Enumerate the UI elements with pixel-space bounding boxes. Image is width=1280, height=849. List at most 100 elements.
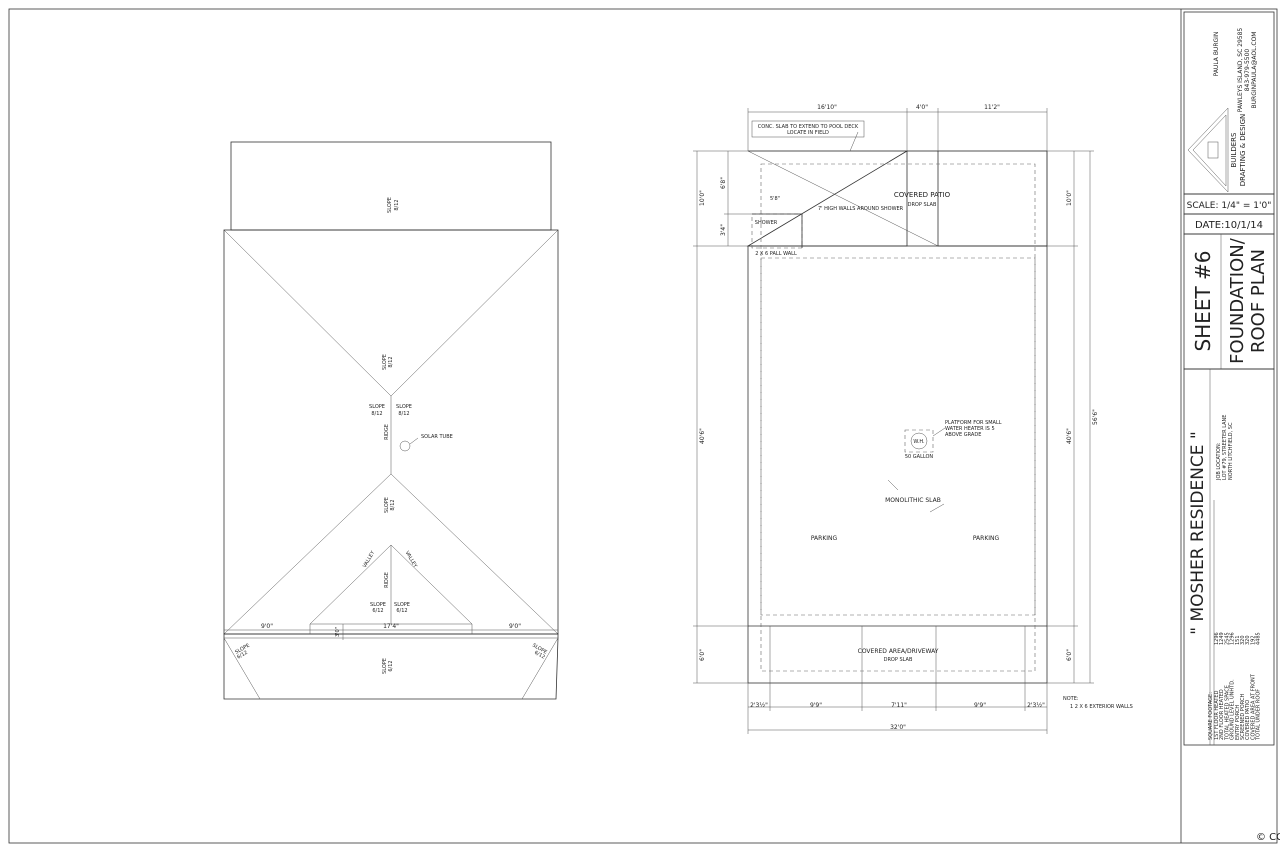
slope-label-porch: SLOPE [382, 658, 388, 674]
sqft-row-label: GROUND LEVEL UNHTD. [1230, 679, 1236, 740]
sheet-title-line-1: FOUNDATION/ [1227, 237, 1248, 364]
dim-bottom-2: 9'9" [810, 702, 822, 709]
dim-right-overall: 56'6" [1092, 409, 1099, 425]
designer-name: PAULA BURGIN [1213, 32, 1220, 77]
valley-right [390, 544, 473, 625]
pool-note-box [751, 120, 865, 138]
dim-top-2: 4'0" [916, 104, 928, 111]
sqft-row-label: TOTAL HEATED SPACE [1224, 685, 1230, 741]
dim-bottom-1: 2'3½" [750, 702, 768, 709]
dim-left-5: 6'0" [699, 649, 706, 661]
sqft-row-label: ENTRY PORCH [1235, 705, 1241, 740]
solar-tube-label: SOLAR TUBE [421, 434, 453, 440]
sqft-row-value: 1296 [1214, 632, 1220, 645]
parking-right-label: PARKING [973, 535, 1000, 542]
slope-label-top: SLOPE [382, 354, 388, 370]
pool-note-line-1: CONC. SLAB TO EXTEND TO POOL DECK [758, 124, 859, 130]
sqft-row-label: SCREENED PORCH [1240, 694, 1246, 740]
sqft-row-label: 1ST FLOOR HEATED [1214, 690, 1220, 740]
roof-plan: SLOPE 8/12 SLOPE 8/12 SLOPE 8/12 SLOPE 8… [223, 141, 559, 700]
slope-value-porch: 6/12 [388, 660, 394, 671]
ridge-label-front: RIDGE [384, 572, 390, 588]
slope-value-ridge-right: 8/12 [398, 411, 409, 417]
designer-phone: 843-979-5500 [1244, 49, 1251, 92]
sqft-row-value: 320 [1240, 635, 1246, 645]
scale-label: SCALE: 1/4" = 1'0" [1187, 201, 1272, 211]
sqft-title: SQUARE FOOTAGE: [1208, 692, 1214, 740]
water-heater-size: 50 GALLON [905, 454, 934, 460]
sqft-row-label: 2ND FLOOR HEATED [1219, 689, 1225, 740]
sheet-border [8, 8, 1278, 844]
water-heater-icon [910, 432, 928, 450]
dim-top-1: 16'10" [817, 104, 837, 111]
dim-left-1: 10'0" [699, 190, 706, 206]
dim-right-3: 6'0" [1066, 649, 1073, 661]
water-heater-platform [904, 429, 934, 453]
sqft-row-value: 1249 [1219, 632, 1225, 645]
sqft-row-value: 320 [1245, 635, 1251, 645]
pony-wall-note: 2 X 6 PALL WALL [755, 251, 797, 257]
wall-dashed-outline [760, 163, 1036, 672]
dim-overall-width: 32'0" [890, 724, 906, 731]
job-location-title: JOB LOCATION: [1216, 442, 1222, 481]
pool-note-line-2: LOCATE IN FIELD [787, 130, 829, 136]
slope-value-ridge-left: 8/12 [371, 411, 382, 417]
note-title: NOTE: [1063, 696, 1079, 702]
shower-label: SHOWER [755, 220, 778, 226]
slope-value-gable-right: 6/12 [396, 608, 407, 614]
valley-label-right: VALLEY [404, 550, 419, 570]
job-location-line-2: NORTH LITCHFIELD, SC [1228, 422, 1234, 480]
slope-label-front: SLOPE [384, 497, 390, 513]
dim-left-2: 6'8" [720, 177, 727, 189]
company-line-1: BUILDERS [1230, 132, 1238, 168]
slope-label-rear: SLOPE [387, 197, 393, 213]
dim-left-3: 3'4" [720, 224, 727, 236]
slope-label-gable-left: SLOPE [370, 602, 386, 608]
monolithic-slab-label: MONOLITHIC SLAB [885, 497, 941, 504]
main-slab [747, 245, 1048, 684]
roof-dim-small: 3'0" [335, 627, 341, 637]
dim-bottom-4: 9'9" [974, 702, 986, 709]
dim-right-2: 40'6" [1066, 428, 1073, 444]
sqft-row-label: COVERED AREA AT FRONT [1250, 673, 1256, 740]
slope-value-porch-left: 6/12 [236, 650, 249, 661]
parking-left-label: PARKING [811, 535, 838, 542]
driveway-drop-slab-label: DROP SLAB [884, 657, 913, 663]
sqft-row-value: 4485 [1256, 632, 1262, 645]
dim-bottom-5: 2'3½" [1027, 702, 1045, 709]
platform-note-line-3: ABOVE GRADE [945, 432, 981, 438]
sqft-row-label: TOTAL UNDER ROOF [1256, 689, 1262, 741]
title-block: PAULA BURGIN PAWLEYS ISLAND, SC 29585 84… [1180, 9, 1280, 843]
sheet-number: SHEET #6 [1191, 250, 1215, 351]
platform-note-line-2: WATER HEATER IS 5 [945, 426, 995, 432]
slope-value-gable-left: 6/12 [372, 608, 383, 614]
roof-dim-left: 9'0" [261, 623, 273, 630]
date-label: DATE:10/1/14 [1195, 220, 1263, 231]
company-line-2: DRAFTING & DESIGN [1239, 114, 1247, 187]
sqft-table: 1ST FLOOR HEATED 1296 2ND FLOOR HEATED 1249… [1214, 632, 1262, 741]
dim-top-3: 11'2" [984, 104, 1000, 111]
project-name: " MOSHER RESIDENCE " [1188, 431, 1208, 635]
roof-dim-center: 17'4" [383, 623, 399, 630]
slope-label-ridge-right: SLOPE [396, 404, 412, 410]
sqft-row-label: COVERED PATIO [1245, 700, 1251, 740]
slope-label-ridge-left: SLOPE [369, 404, 385, 410]
sqft-row-value: 192 [1250, 635, 1256, 645]
platform-note-line-1: PLATFORM FOR SMALL [945, 420, 1002, 426]
slope-value-top: 8/12 [388, 356, 394, 367]
rear-porch-roof [230, 141, 552, 231]
job-location-line-1: LOT #79, STREETER LANE [1222, 415, 1228, 480]
designer-email: BURGINPAULA@AOL.COM [1251, 32, 1258, 109]
water-heater-label: W.H. [913, 439, 925, 445]
patio-drop-slab-label: DROP SLAB [908, 202, 937, 208]
slope-value-rear: 8/12 [394, 199, 400, 210]
valley-left [309, 544, 392, 625]
roof-dim-right: 9'0" [509, 623, 521, 630]
sheet-title-line-2: ROOF PLAN [1248, 249, 1269, 353]
sqft-row-value: 151 [1235, 635, 1241, 645]
shower-walls-note: 7' HIGH WALLS AROUND SHOWER [818, 206, 904, 212]
ridge-label: RIDGE [384, 424, 390, 440]
house-logo-icon [1187, 107, 1229, 193]
slope-label-gable-right: SLOPE [394, 602, 410, 608]
covered-driveway-label: COVERED AREA/DRIVEWAY [858, 648, 939, 655]
